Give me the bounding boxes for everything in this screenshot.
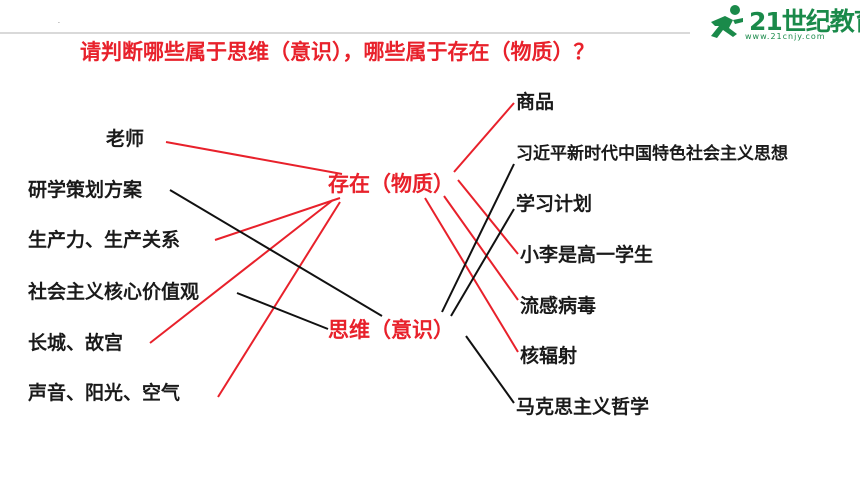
header-divider (0, 32, 690, 34)
right-item-2: 学习计划 (516, 193, 593, 215)
left-item-1: 研学策划方案 (28, 179, 143, 201)
link-sound-existence (217, 201, 341, 398)
right-item-5: 核辐射 (520, 345, 578, 367)
logo-text: 21世纪教育 (749, 7, 860, 36)
link-thinking-studyplan (450, 208, 515, 317)
left-item-0: 老师 (106, 128, 145, 150)
right-item-0: 商品 (516, 91, 555, 113)
left-item-4: 长城、故宫 (28, 332, 124, 354)
link-thinking-xi (441, 163, 515, 313)
right-item-3: 小李是高一学生 (520, 244, 654, 266)
page-title: 请判断哪些属于思维（意识），哪些属于存在（物质）？ (80, 40, 595, 64)
runner-icon (711, 5, 743, 38)
center-thinking: 思维（意识） (328, 318, 454, 342)
left-item-5: 声音、阳光、空气 (28, 382, 181, 404)
left-item-3: 社会主义核心价值观 (28, 281, 200, 303)
left-item-2: 生产力、生产关系 (28, 229, 181, 251)
bullet-dot: · (58, 20, 60, 27)
link-values-thinking (236, 292, 329, 330)
right-item-1: 习近平新时代中国特色社会主义思想 (516, 144, 788, 164)
center-existence: 存在（物质） (328, 172, 454, 196)
right-item-6: 马克思主义哲学 (516, 396, 650, 418)
brand-logo: 21世纪教育 www.21cnjy.com (705, 2, 860, 46)
link-plan-thinking (169, 189, 383, 317)
link-existence-virus (443, 195, 519, 301)
logo-url: www.21cnjy.com (745, 32, 826, 41)
link-thinking-marxism (465, 335, 515, 404)
link-greatwall-existence (149, 199, 334, 344)
link-existence-goods (453, 102, 515, 173)
link-teacher-existence (165, 141, 343, 175)
right-item-4: 流感病毒 (520, 295, 597, 317)
link-existence-radiation (424, 197, 519, 353)
link-productivity-existence (214, 197, 341, 241)
